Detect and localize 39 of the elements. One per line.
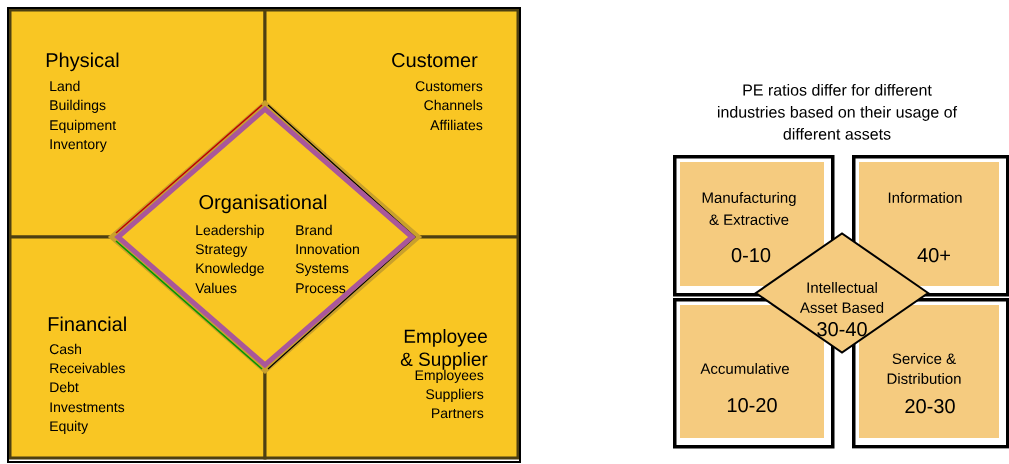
heading-text: PE ratios differ for different industries based on their usage of different assets bbox=[718, 84, 958, 140]
text: Strategy bbox=[195, 244, 248, 257]
text: 10-20 bbox=[727, 398, 777, 413]
text: Service & Distribution bbox=[887, 353, 961, 384]
text: Information bbox=[888, 192, 962, 203]
text: Systems bbox=[295, 263, 349, 276]
text: Equipment bbox=[50, 119, 117, 133]
text: Financial bbox=[48, 316, 126, 332]
text: 30-40 bbox=[817, 322, 867, 337]
text: Organisational bbox=[199, 194, 327, 214]
text: Inventory bbox=[50, 139, 107, 152]
text: Investments bbox=[50, 402, 125, 413]
text: Employee & Supplier bbox=[400, 329, 488, 370]
text: Accumulative bbox=[700, 363, 789, 374]
text: Customers bbox=[415, 81, 483, 92]
text: 40+ bbox=[917, 248, 950, 263]
text: Debt bbox=[50, 381, 79, 393]
text: Brand bbox=[296, 224, 332, 236]
text: Cash bbox=[49, 343, 81, 355]
text: Partners bbox=[432, 408, 484, 419]
text: Employees bbox=[415, 369, 484, 383]
text: Customer bbox=[392, 53, 478, 68]
text: Leadership bbox=[196, 224, 264, 238]
text: Innovation bbox=[296, 243, 359, 255]
text: Receivables bbox=[50, 362, 125, 374]
text: Buildings bbox=[50, 99, 106, 113]
text: Knowledge bbox=[196, 262, 264, 276]
text: Suppliers bbox=[426, 388, 484, 402]
text: Values bbox=[195, 282, 237, 294]
text: Land bbox=[50, 80, 80, 92]
text: Channels bbox=[424, 99, 483, 111]
text: 20-30 bbox=[905, 399, 955, 414]
text: Manufacturing & Extractive bbox=[702, 192, 796, 225]
text: Physical bbox=[46, 52, 119, 72]
text: Equity bbox=[50, 420, 89, 434]
text: Process bbox=[296, 283, 346, 294]
text: Intellectual Asset Based bbox=[799, 282, 884, 313]
text: 0-10 bbox=[731, 248, 771, 263]
text: Affiliates bbox=[430, 119, 483, 131]
